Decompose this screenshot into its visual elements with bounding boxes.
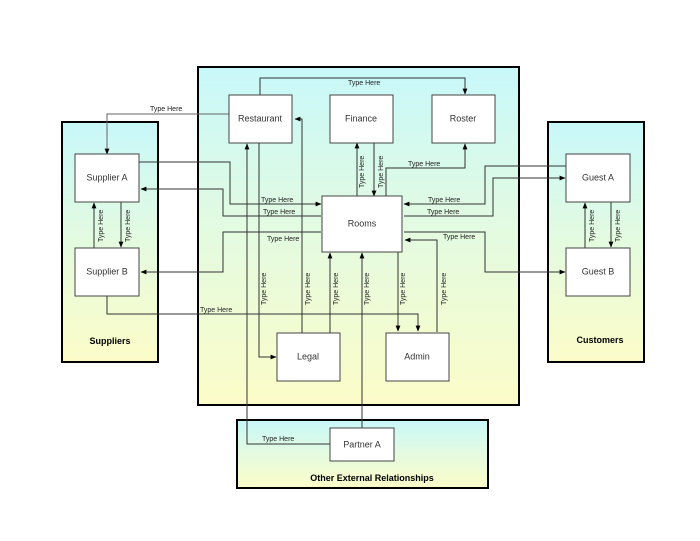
- edge-label: Type Here: [400, 273, 407, 305]
- edge-legal-restaurant[interactable]: [294, 116, 303, 333]
- edge-label: Type Here: [427, 209, 459, 216]
- edge-label: Type Here: [359, 156, 366, 188]
- node-label: Rooms: [348, 218, 377, 228]
- edge-supplier-b-admin[interactable]: [106, 296, 421, 332]
- edge-label: Type Here: [98, 210, 105, 242]
- node-label: Finance: [345, 113, 377, 123]
- edges: Type Here Type Here Type Here Type Here …: [91, 77, 622, 445]
- node-label: Supplier B: [86, 266, 128, 276]
- node-legal[interactable]: Legal: [276, 332, 341, 382]
- edge-label: Type Here: [262, 436, 294, 443]
- node-label: Partner A: [343, 439, 381, 449]
- node-admin[interactable]: Admin: [385, 332, 450, 382]
- node-roster[interactable]: Roster: [431, 94, 496, 144]
- edge-label: Type Here: [125, 210, 132, 242]
- node-rooms[interactable]: Rooms: [321, 195, 403, 253]
- edge-restaurant-supplier-a[interactable]: [104, 113, 229, 155]
- edge-label: Type Here: [267, 236, 299, 243]
- group-label-external: Other External Relationships: [310, 473, 434, 483]
- edge-label: Type Here: [263, 209, 295, 216]
- edge-label: Type Here: [261, 197, 293, 204]
- edge-label: Type Here: [200, 307, 232, 314]
- edge-partner-a-restaurant[interactable]: [244, 143, 330, 445]
- node-label: Supplier A: [86, 172, 127, 182]
- edge-rooms-supplier-b[interactable]: [140, 231, 321, 275]
- node-partner-a[interactable]: Partner A: [329, 427, 395, 462]
- node-supplier-b[interactable]: Supplier B: [74, 247, 140, 297]
- node-guest-a[interactable]: Guest A: [565, 153, 631, 203]
- node-guest-b[interactable]: Guest B: [565, 247, 631, 297]
- edge-label: Type Here: [589, 210, 596, 242]
- node-label: Guest B: [582, 266, 615, 276]
- edge-label: Type Here: [348, 80, 380, 87]
- edge-label: Type Here: [378, 156, 385, 188]
- edge-label: Type Here: [441, 273, 448, 305]
- edge-label: Type Here: [443, 234, 475, 241]
- edge-rooms-supplier-a[interactable]: [140, 186, 321, 217]
- edge-label: Type Here: [333, 273, 340, 305]
- edge-label: Type Here: [261, 273, 268, 305]
- edge-guest-a-rooms[interactable]: [403, 165, 567, 207]
- node-label: Legal: [297, 351, 319, 361]
- node-finance[interactable]: Finance: [329, 94, 394, 144]
- edge-restaurant-roster[interactable]: [259, 77, 468, 95]
- edge-label: Type Here: [428, 197, 460, 204]
- edge-label: Type Here: [305, 273, 312, 305]
- group-label-customers: Customers: [576, 335, 623, 345]
- node-label: Roster: [450, 113, 477, 123]
- edge-rooms-guest-b[interactable]: [404, 231, 566, 275]
- edge-rooms-guest-a[interactable]: [404, 175, 566, 217]
- node-supplier-a[interactable]: Supplier A: [74, 153, 140, 203]
- node-label: Admin: [404, 351, 430, 361]
- edge-label: Type Here: [615, 210, 622, 242]
- node-label: Restaurant: [238, 113, 283, 123]
- group-label-suppliers: Suppliers: [89, 336, 130, 346]
- edge-label: Type Here: [150, 106, 182, 113]
- edge-label: Type Here: [364, 273, 371, 305]
- edge-admin-rooms[interactable]: [404, 237, 438, 332]
- edge-supplier-a-rooms[interactable]: [139, 161, 322, 207]
- edge-restaurant-legal[interactable]: [258, 143, 277, 360]
- edge-rooms-roster[interactable]: [385, 143, 468, 196]
- node-restaurant[interactable]: Restaurant: [228, 94, 293, 144]
- node-label: Guest A: [582, 172, 614, 182]
- edge-label: Type Here: [408, 161, 440, 168]
